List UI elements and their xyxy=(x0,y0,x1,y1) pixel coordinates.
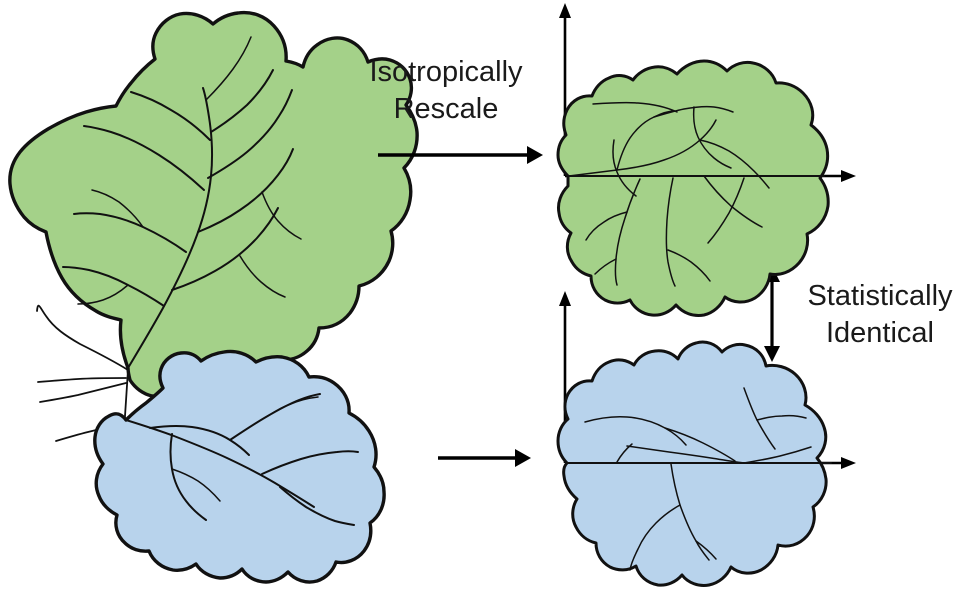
bottom-rescale-arrow xyxy=(438,449,531,467)
rg-vein-7 xyxy=(612,139,637,197)
rg-vein-12 xyxy=(585,211,628,241)
large-green-leaf xyxy=(8,10,419,400)
green-vein-right-2b xyxy=(261,191,302,240)
rb-vein-2 xyxy=(664,427,736,462)
rg-vein-13 xyxy=(594,258,617,275)
green-vein-left-3 xyxy=(83,125,205,191)
green-vein-midrib xyxy=(127,87,214,369)
rg-vein-3 xyxy=(653,105,734,118)
top-y-axis-arrowhead xyxy=(559,3,571,18)
rg-vein-6 xyxy=(592,101,678,113)
green-vein-right-4 xyxy=(210,69,274,133)
green-vein-left-4 xyxy=(130,91,211,141)
green-vein-left-1b xyxy=(77,284,129,305)
blue-vein-upper-3 xyxy=(265,396,319,418)
green-vein-right-3 xyxy=(207,89,293,179)
rg-vein-9 xyxy=(665,177,676,287)
rg-vein-2 xyxy=(616,110,676,171)
green-petiole-branch-lower xyxy=(39,382,127,403)
rescale-caption-line1: Isotropically xyxy=(369,56,523,88)
green-vein-right-5 xyxy=(205,36,252,101)
green-vein-left-2b xyxy=(91,189,144,228)
bottom-y-axis-arrowhead xyxy=(559,291,571,306)
rescale-caption-line2: Rescale xyxy=(394,93,499,125)
green-vein-right-1 xyxy=(171,207,279,291)
blue-vein-lower-1 xyxy=(279,486,355,526)
green-petiole-branch-upper xyxy=(36,304,129,371)
rb-vein-8 xyxy=(629,504,681,571)
rg-vein-5 xyxy=(699,139,770,189)
rescaled-blue-leaf xyxy=(556,340,832,587)
isotropically-rescale-caption: Isotropically Rescale xyxy=(369,56,523,125)
rb-vein-4 xyxy=(743,446,812,464)
rg-vein-8 xyxy=(703,175,763,228)
rg-vein-11 xyxy=(614,178,641,286)
rg-vein-14 xyxy=(707,177,745,244)
rg-vein-1 xyxy=(568,119,717,177)
green-vein-left-1 xyxy=(62,266,165,307)
bottom-x-axis-arrowhead xyxy=(841,457,856,469)
blue-vein-midrib xyxy=(125,419,315,508)
green-vein-right-1b xyxy=(239,255,286,298)
rb-vein-10 xyxy=(616,443,633,463)
rescaled-green-leaf xyxy=(556,59,830,317)
rb-vein-1 xyxy=(584,416,687,446)
blue-leaf-outline xyxy=(93,349,386,584)
top-arrow-head xyxy=(527,146,543,164)
rescaled-green-leaf-outline xyxy=(556,59,830,317)
top-rescale-arrow xyxy=(378,146,543,164)
identical-caption-line2: Identical xyxy=(826,317,934,349)
rb-vein-7 xyxy=(670,463,710,561)
identical-caption-line1: Statistically xyxy=(807,280,953,312)
green-leaf-outline xyxy=(8,10,419,400)
blue-vein-upper-1 xyxy=(149,424,250,456)
blue-vein-left-2 xyxy=(171,468,221,502)
rb-vein-3 xyxy=(626,445,745,464)
green-vein-left-2 xyxy=(73,212,187,253)
rb-vein-6 xyxy=(756,414,807,421)
blue-vein-right-1 xyxy=(261,450,359,475)
rb-vein-9 xyxy=(695,540,717,560)
green-petiole-branch-left xyxy=(37,377,127,383)
comparison-arrow-head-down xyxy=(764,346,780,362)
blue-vein-left-1 xyxy=(169,433,207,521)
large-blue-leaf xyxy=(93,349,386,584)
bottom-arrow-head xyxy=(515,449,531,467)
top-x-axis-arrowhead xyxy=(841,170,856,182)
rg-vein-4 xyxy=(692,106,732,169)
statistically-identical-caption: Statistically Identical xyxy=(807,280,953,349)
rg-vein-10 xyxy=(667,249,711,282)
green-vein-right-2 xyxy=(197,148,294,233)
